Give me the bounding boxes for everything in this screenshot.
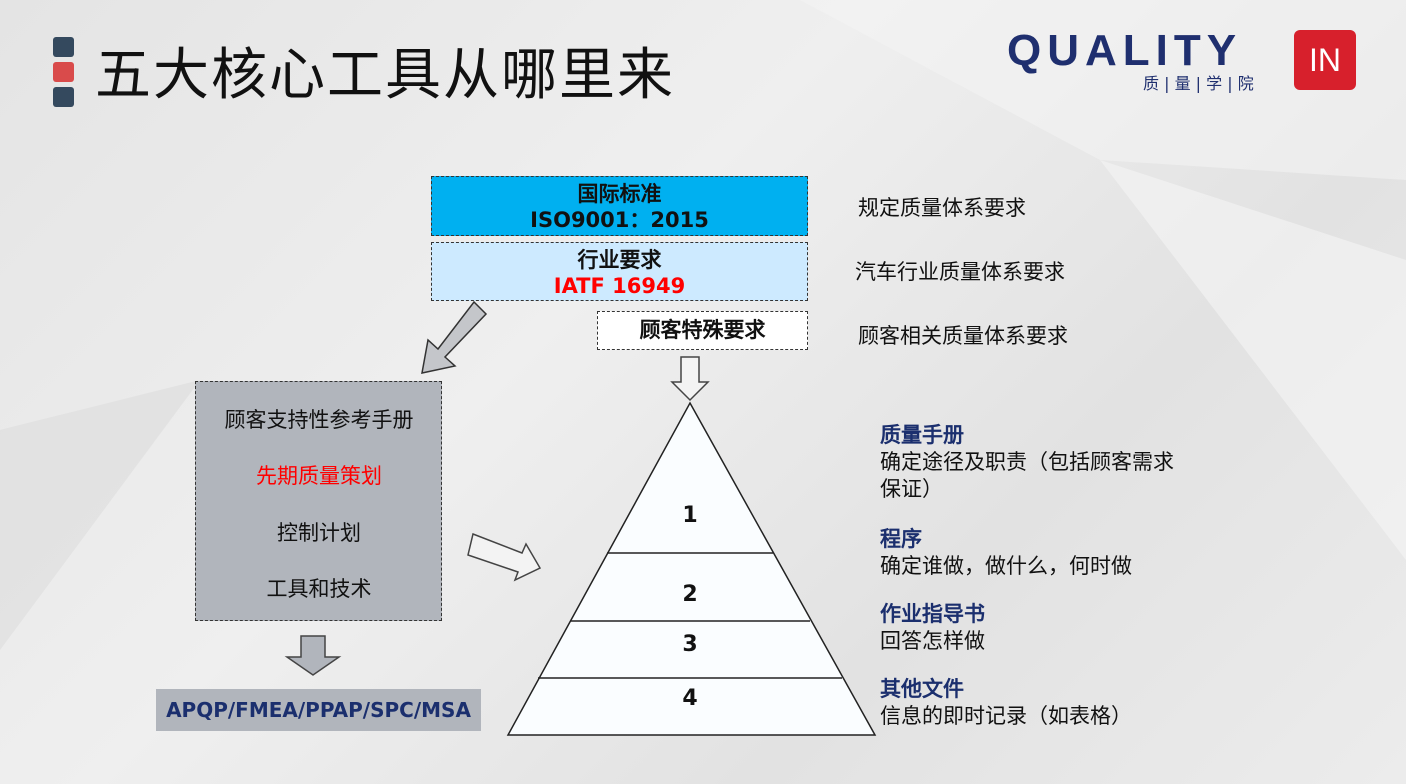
manual-item: 顾客支持性参考手册 <box>224 408 414 432</box>
level-text: 回答怎样做 <box>880 629 985 653</box>
down-arrow-icon <box>670 356 710 402</box>
pyramid-level-3: 3 <box>682 632 698 657</box>
level-desc-4: 其他文件信息的即时记录（如表格） <box>880 676 1132 730</box>
manual-item: 先期质量策划 <box>256 464 382 488</box>
level-title: 质量手册 <box>880 423 964 447</box>
manual-item: 工具和技术 <box>266 577 372 601</box>
intl-desc: 规定质量体系要求 <box>858 196 1026 220</box>
customer-desc: 顾客相关质量体系要求 <box>858 324 1068 348</box>
tools-box: APQP/FMEA/PPAP/SPC/MSA <box>156 689 481 731</box>
level-desc-1: 质量手册确定途径及职责（包括顾客需求保证） <box>880 422 1180 503</box>
logo-badge: IN <box>1294 30 1356 90</box>
level-text: 确定途径及职责（包括顾客需求保证） <box>880 450 1174 501</box>
pyramid-level-1: 1 <box>682 503 698 528</box>
manual-box <box>195 381 442 621</box>
level-title: 其他文件 <box>880 677 964 701</box>
down-arrow-icon <box>284 635 342 676</box>
level-text: 信息的即时记录（如表格） <box>880 704 1132 728</box>
industry-desc: 汽车行业质量体系要求 <box>855 260 1065 284</box>
level-title: 程序 <box>880 527 922 551</box>
level-desc-3: 作业指导书回答怎样做 <box>880 601 985 655</box>
logo-text: QUALITY <box>1007 26 1243 75</box>
diagonal-arrow-icon <box>421 300 488 374</box>
page-title: 五大核心工具从哪里来 <box>95 43 675 108</box>
level-text: 确定谁做，做什么，何时做 <box>880 554 1132 578</box>
pyramid <box>506 401 877 736</box>
level-title: 作业指导书 <box>880 602 985 626</box>
pyramid-level-4: 4 <box>682 686 698 711</box>
level-desc-2: 程序确定谁做，做什么，何时做 <box>880 526 1132 580</box>
customer-req-box: 顾客特殊要求 <box>597 311 808 350</box>
industry-label: 行业要求 <box>577 248 662 272</box>
iatf-label: IATF 16949 <box>553 274 686 298</box>
intl-standard-box: 国际标准 ISO9001：2015 <box>431 176 808 236</box>
manual-item: 控制计划 <box>277 521 361 545</box>
right-arrow-icon <box>467 532 542 582</box>
intl-standard-label: 国际标准 <box>577 182 662 206</box>
title-bar-middle <box>53 62 74 82</box>
industry-box: 行业要求 IATF 16949 <box>431 242 808 301</box>
logo-subtitle: 质 | 量 | 学 | 院 <box>1143 74 1254 93</box>
customer-req-label: 顾客特殊要求 <box>639 318 766 342</box>
title-bar-bottom <box>53 87 74 107</box>
pyramid-level-2: 2 <box>682 582 698 607</box>
iso-label: ISO9001：2015 <box>530 208 709 232</box>
title-bar-top <box>53 37 74 57</box>
